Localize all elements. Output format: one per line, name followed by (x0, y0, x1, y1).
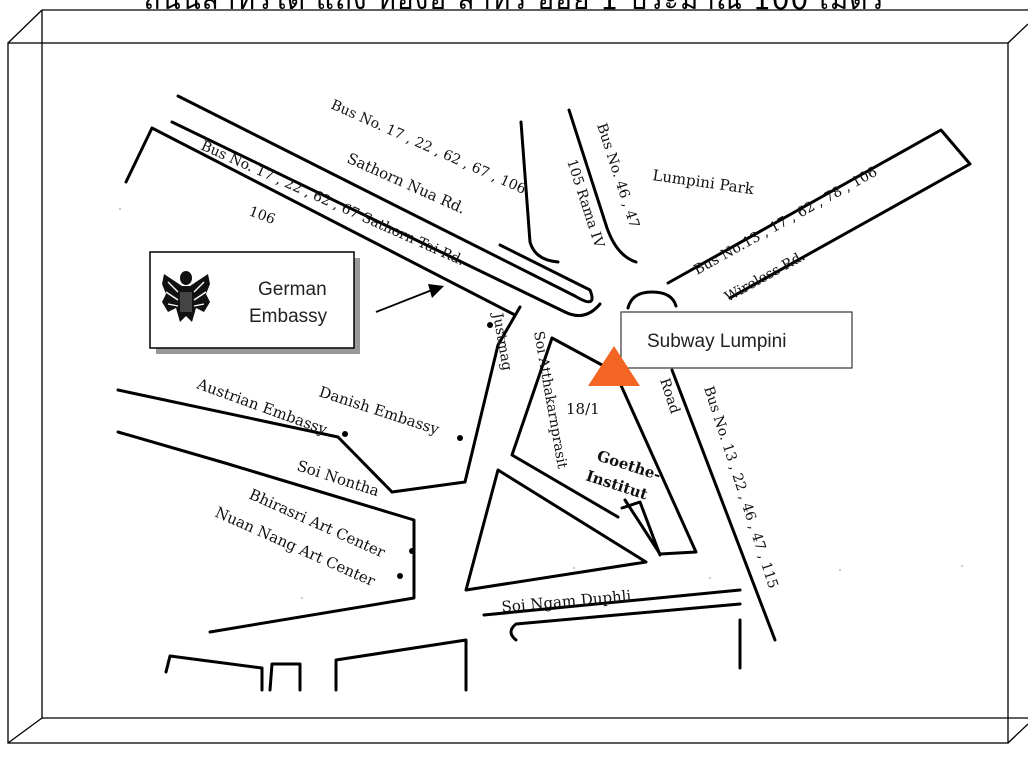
callout-subway: Subway Lumpini (647, 331, 786, 352)
poi-nuan-nang-dot (397, 573, 403, 579)
poi-danish-dot (457, 435, 463, 441)
street-roundabout (626, 290, 678, 310)
label-danish: Danish Embassy (317, 383, 442, 439)
street-rama-iv-south (670, 368, 777, 642)
streets (116, 94, 972, 692)
map-speckles (119, 208, 963, 599)
frame-edge-bl (7, 717, 43, 744)
street-soi-ngam-duphli-lower (509, 602, 742, 642)
subway-callout[interactable]: Subway Lumpini (620, 311, 853, 369)
poi-austrian-dot (342, 431, 348, 437)
street-bottom-mid (268, 662, 302, 692)
street-sathorn-nua-upper (176, 94, 594, 304)
street-bottom-left (164, 654, 264, 692)
street-wireless (666, 128, 972, 300)
page-caption: ถนนสาทรใต้ แถง ทองอ ลาทร ออย 1 ประมาณ 10… (0, 0, 1028, 22)
map-frame (7, 9, 1028, 744)
label-18-1: 18/1 (566, 400, 600, 418)
street-soi-ngam-duphli-upper (482, 588, 742, 617)
street-soi-atthakarn-right (510, 336, 620, 519)
poi-justmag-dot (487, 322, 493, 328)
street-sathorn-tai-upper (124, 126, 517, 317)
callout-german-line2: Embassy (249, 306, 328, 327)
street-triangle-block (464, 468, 648, 592)
street-bottom-right (334, 638, 468, 692)
label-bus-46-47: Bus No. 46 , 47 (593, 121, 642, 230)
label-lumpini-park: Lumpini Park (651, 166, 756, 198)
frame-edge-br (1007, 723, 1028, 744)
arrow-icon (375, 284, 444, 313)
german-embassy-callout[interactable]: German Embassy (149, 251, 360, 354)
street-sathorn-nua-lower (170, 120, 602, 318)
label-soi-atthakarn: Soi Atthakarnprasit (530, 330, 570, 470)
triangle-marker-icon (588, 346, 640, 386)
street-rama-iv-left (519, 120, 560, 264)
frame-edge-tr (1007, 23, 1028, 44)
street-soi-atthakarn-left (390, 305, 522, 494)
eagle-emblem-icon (162, 271, 210, 322)
poi-dots (342, 322, 493, 579)
street-rama-iv-right (567, 108, 638, 264)
frame-edge-tl (7, 9, 43, 44)
label-road: Road (656, 376, 682, 415)
label-bus-rama4: Bus No. 13 , 22 , 46 , 47 , 115 (700, 384, 781, 590)
street-soi-nontha (116, 430, 416, 634)
label-soi-ngam-duphli: Soi Ngam Duphli (501, 587, 632, 616)
street-goethe-lane (620, 500, 662, 557)
callout-german-line1: German (258, 279, 327, 300)
frame-front (7, 42, 1009, 744)
label-soi-nontha: Soi Nontha (295, 457, 382, 501)
label-austrian: Austrian Embassy (194, 375, 330, 439)
label-bus-106: 106 (247, 204, 278, 228)
poi-bhirasri-dot (409, 548, 415, 554)
subway-box (620, 311, 853, 369)
street-austrian (116, 388, 394, 494)
street-road-block (550, 336, 698, 556)
label-bus-sathorn-tai: Bus No. 17 , 22 , 62 , 67 Sathorn Tai Rd… (198, 138, 466, 269)
